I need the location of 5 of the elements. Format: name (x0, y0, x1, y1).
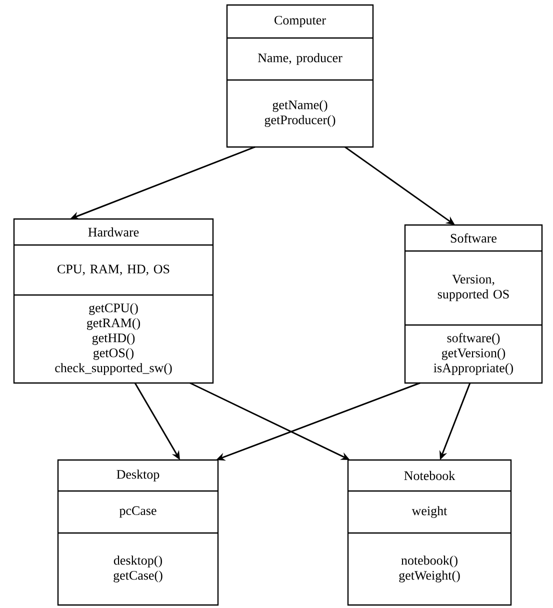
class-box: Notebook weight notebook() getWeight() (347, 459, 512, 606)
class-box: Desktop pcCase desktop() getCase() (57, 459, 219, 606)
class-box: Hardware CPU, RAM, HD, OS getCPU() getRAM() getHD() getOS() check_supported_sw() (13, 218, 214, 384)
class-box: Computer Name, producer getName() getProducer() (226, 4, 374, 148)
class-box: Software Version, supported OS software() getVersion() isAppropriate() (404, 224, 543, 384)
